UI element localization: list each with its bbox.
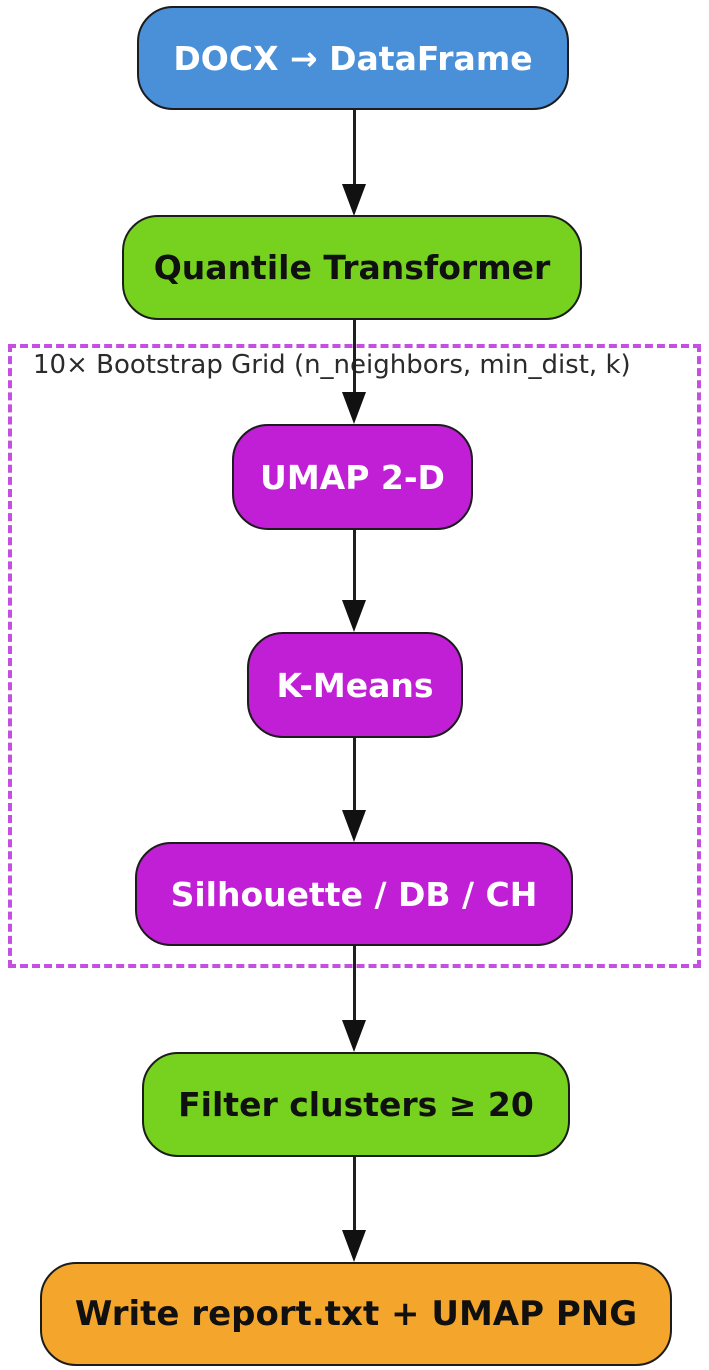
arrowhead-icon [342,392,366,424]
arrowhead-icon [342,1020,366,1052]
bootstrap-grid-cluster-label: 10× Bootstrap Grid (n_neighbors, min_dis… [33,350,631,380]
arrowhead-icon [342,600,366,632]
edge-umap-to-kmeans [353,530,356,602]
arrowhead-icon [342,1230,366,1262]
edge-filter-to-report [353,1157,356,1232]
edge-kmeans-to-metrics [353,738,356,812]
node-kmeans: K-Means [247,632,463,738]
node-docx-to-dataframe: DOCX → DataFrame [137,6,569,110]
node-silhouette-db-ch: Silhouette / DB / CH [135,842,573,946]
arrowhead-icon [342,184,366,216]
node-write-report: Write report.txt + UMAP PNG [40,1262,672,1366]
edge-quantile-to-umap [353,320,356,394]
arrowhead-icon [342,810,366,842]
edge-docx-to-quantile [353,110,356,186]
edge-metrics-to-filter [353,946,356,1022]
node-filter-clusters: Filter clusters ≥ 20 [142,1052,570,1157]
node-umap-2d: UMAP 2-D [232,424,473,530]
node-quantile-transformer: Quantile Transformer [122,215,582,320]
